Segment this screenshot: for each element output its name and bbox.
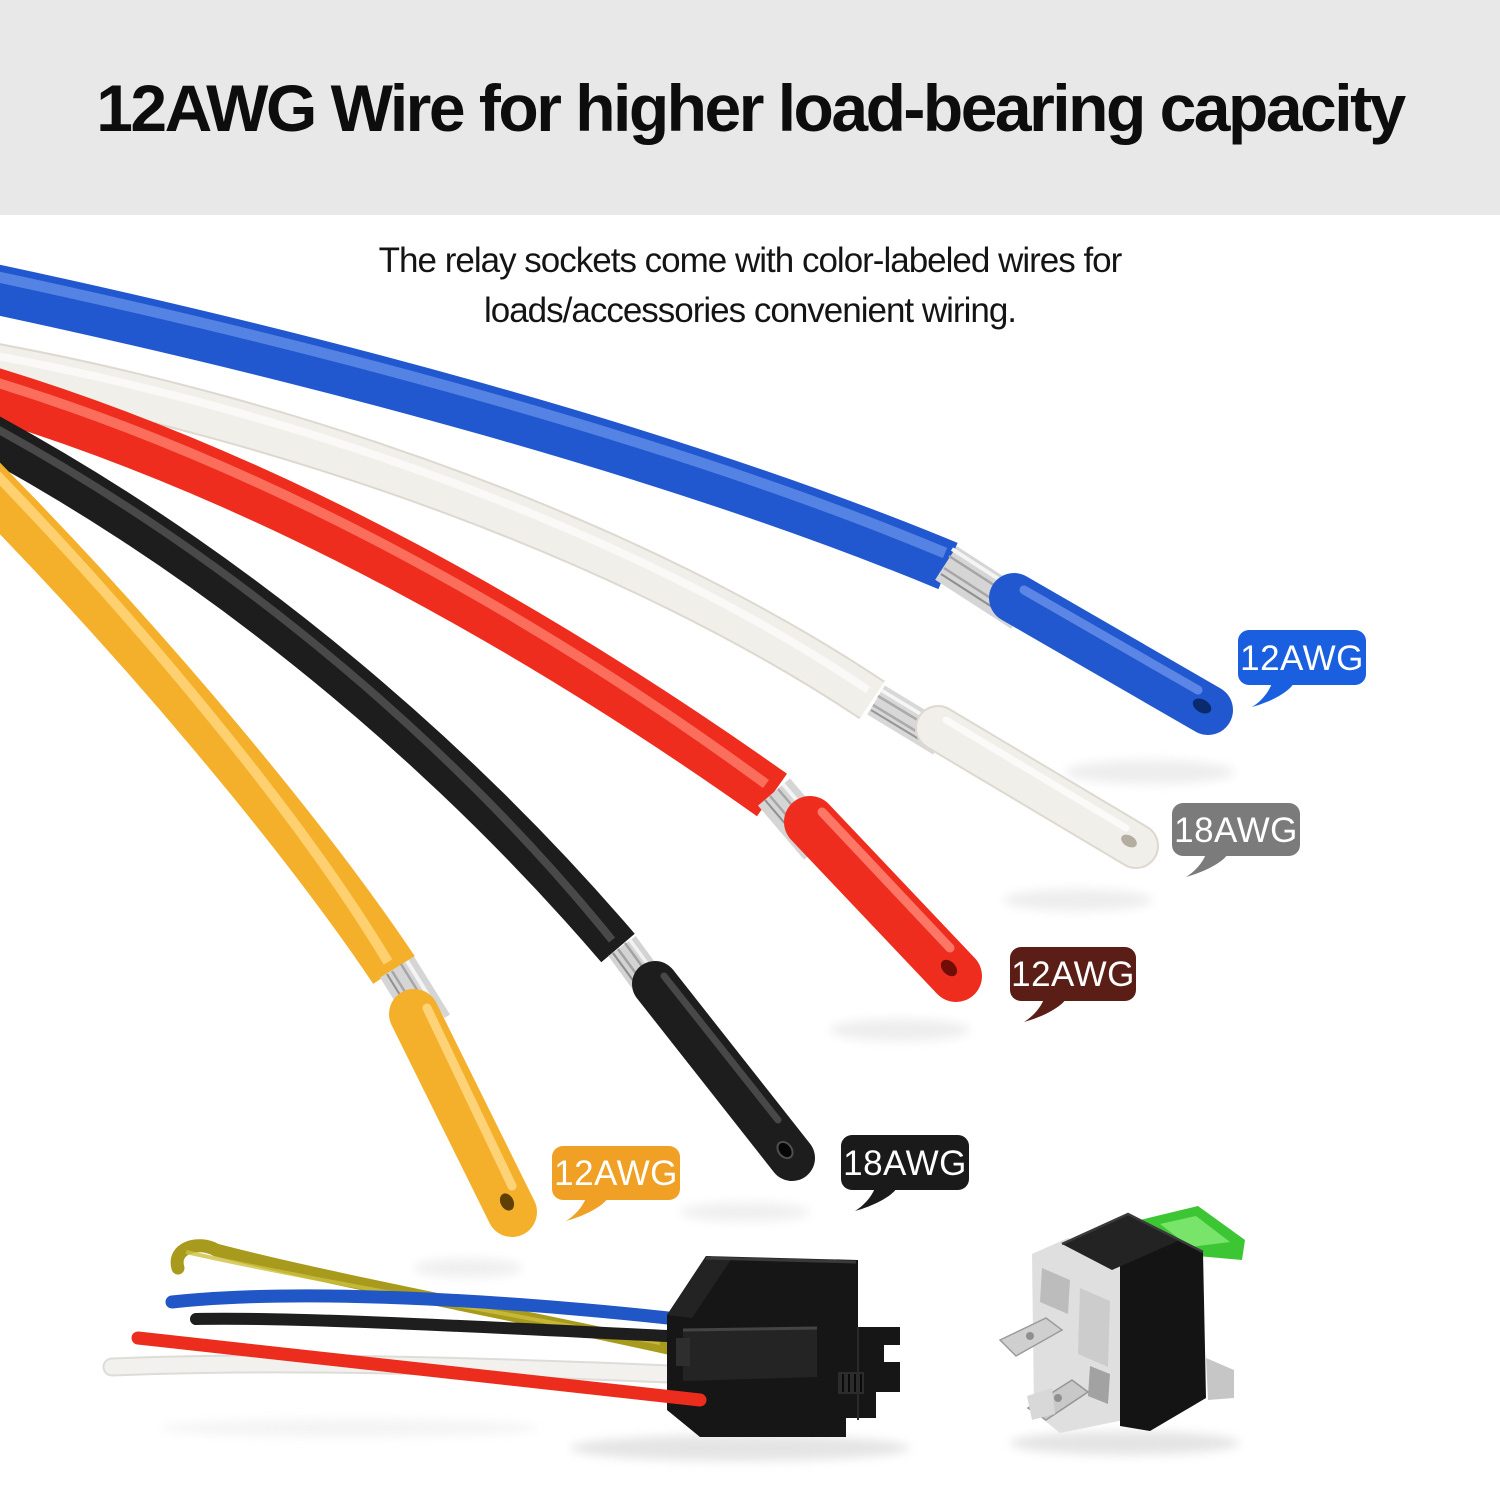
label-tail xyxy=(1186,854,1228,877)
socket-latch xyxy=(676,1338,690,1366)
label-bubble xyxy=(1010,947,1136,1001)
header-band: 12AWG Wire for higher load-bearing capac… xyxy=(0,0,1500,215)
relay-fuse-highlight xyxy=(1160,1216,1230,1247)
socket-wire-blue xyxy=(165,1289,675,1325)
wire-blue-highlight xyxy=(0,271,948,559)
wire-blue-insulation xyxy=(0,264,958,590)
wire-red-insulation xyxy=(0,368,788,817)
gauge-label-white: 18AWG xyxy=(1172,803,1300,877)
relay-face-slot xyxy=(1088,1366,1110,1404)
shadow xyxy=(413,1258,523,1278)
label-bubble xyxy=(841,1135,969,1190)
subtitle-line-1: The relay sockets come with color-labele… xyxy=(378,241,1123,280)
subtitle-line-2: loads/accessories convenient wiring. xyxy=(483,291,1017,330)
label-bubble xyxy=(1172,803,1300,856)
wire-blue-core-hole xyxy=(1192,698,1212,714)
wire-yellow-core-hole xyxy=(499,1193,515,1211)
relay-face-recess xyxy=(1078,1288,1110,1367)
relay-body-top-face xyxy=(1062,1214,1180,1270)
shadow xyxy=(1003,889,1153,911)
page-title: 12AWG Wire for higher load-bearing capac… xyxy=(96,70,1406,145)
wire-black-highlight xyxy=(0,426,616,943)
wire-yellow-end-highlight xyxy=(422,1003,517,1191)
wire-blue-end-segment xyxy=(989,573,1233,735)
label-text: 12AWG xyxy=(1011,955,1135,994)
label-text: 12AWG xyxy=(554,1154,678,1193)
wire-blue-end-highlight xyxy=(1019,585,1203,695)
relay-body xyxy=(1062,1214,1206,1431)
relay-socket-photo xyxy=(102,1239,910,1461)
wire-yellow xyxy=(0,462,537,1237)
label-tail xyxy=(855,1188,897,1211)
wire-white-end-segment xyxy=(917,707,1157,867)
wire-white-insulation xyxy=(0,345,884,718)
wire-white-highlight xyxy=(0,352,871,694)
socket-wires-shadow xyxy=(160,1419,540,1437)
socket-wire-red xyxy=(131,1331,707,1407)
relay-body-edge xyxy=(1061,1212,1204,1254)
relay-mount-tab xyxy=(1027,1388,1055,1420)
wire-black-core-hole xyxy=(776,1140,794,1160)
relay-base-plate xyxy=(1206,1358,1234,1400)
socket-shadow xyxy=(570,1435,910,1461)
socket-wire-black xyxy=(190,1312,674,1342)
wire-yellow-end-segment xyxy=(389,989,537,1237)
wire-white xyxy=(0,343,1159,869)
shadow xyxy=(830,1019,970,1041)
wire-black-end-highlight xyxy=(660,972,782,1124)
label-text: 12AWG xyxy=(1240,639,1364,678)
label-tail xyxy=(1252,683,1294,707)
label-tail xyxy=(566,1198,608,1221)
gauge-label-black: 18AWG xyxy=(841,1135,969,1211)
relay-photo xyxy=(998,1206,1245,1455)
socket-grille-lines xyxy=(842,1374,862,1392)
label-bubble xyxy=(1238,630,1366,685)
relay-face-recess xyxy=(1040,1268,1070,1314)
subtitle: The relay sockets come with color-labele… xyxy=(0,236,1500,336)
wire-black-end-segment xyxy=(632,961,815,1181)
shadow xyxy=(1065,760,1235,784)
wire-red-end-highlight xyxy=(817,807,955,953)
wire-blue xyxy=(0,264,1233,735)
label-text: 18AWG xyxy=(1174,811,1298,850)
socket-top-edge xyxy=(705,1256,857,1264)
wire-red xyxy=(0,368,982,1002)
wire-white-core-hole xyxy=(1121,834,1137,848)
tip-shadows xyxy=(413,760,1235,1278)
socket-recess-band xyxy=(683,1328,817,1381)
wire-white-end-highlight xyxy=(942,716,1130,832)
socket-top-face xyxy=(667,1256,732,1318)
wire-red-highlight xyxy=(0,378,769,789)
shadow xyxy=(680,1202,810,1222)
gauge-label-yellow: 12AWG xyxy=(552,1146,680,1221)
wire-black xyxy=(0,416,815,1181)
label-tail xyxy=(1024,999,1066,1022)
label-text: 18AWG xyxy=(843,1144,967,1183)
wire-yellow-highlight xyxy=(0,471,393,965)
wire-red-end-segment xyxy=(784,796,982,1002)
gauge-label-red: 12AWG xyxy=(1010,947,1136,1022)
relay-terminal-hole xyxy=(1054,1394,1062,1402)
gauge-label-blue: 12AWG xyxy=(1238,630,1366,707)
relay-terminal-hole xyxy=(1026,1332,1034,1340)
socket-recess-highlight xyxy=(682,1326,818,1332)
relay-shadow xyxy=(1010,1431,1240,1455)
label-bubble xyxy=(552,1146,680,1200)
wire-red-core-hole xyxy=(940,959,958,977)
